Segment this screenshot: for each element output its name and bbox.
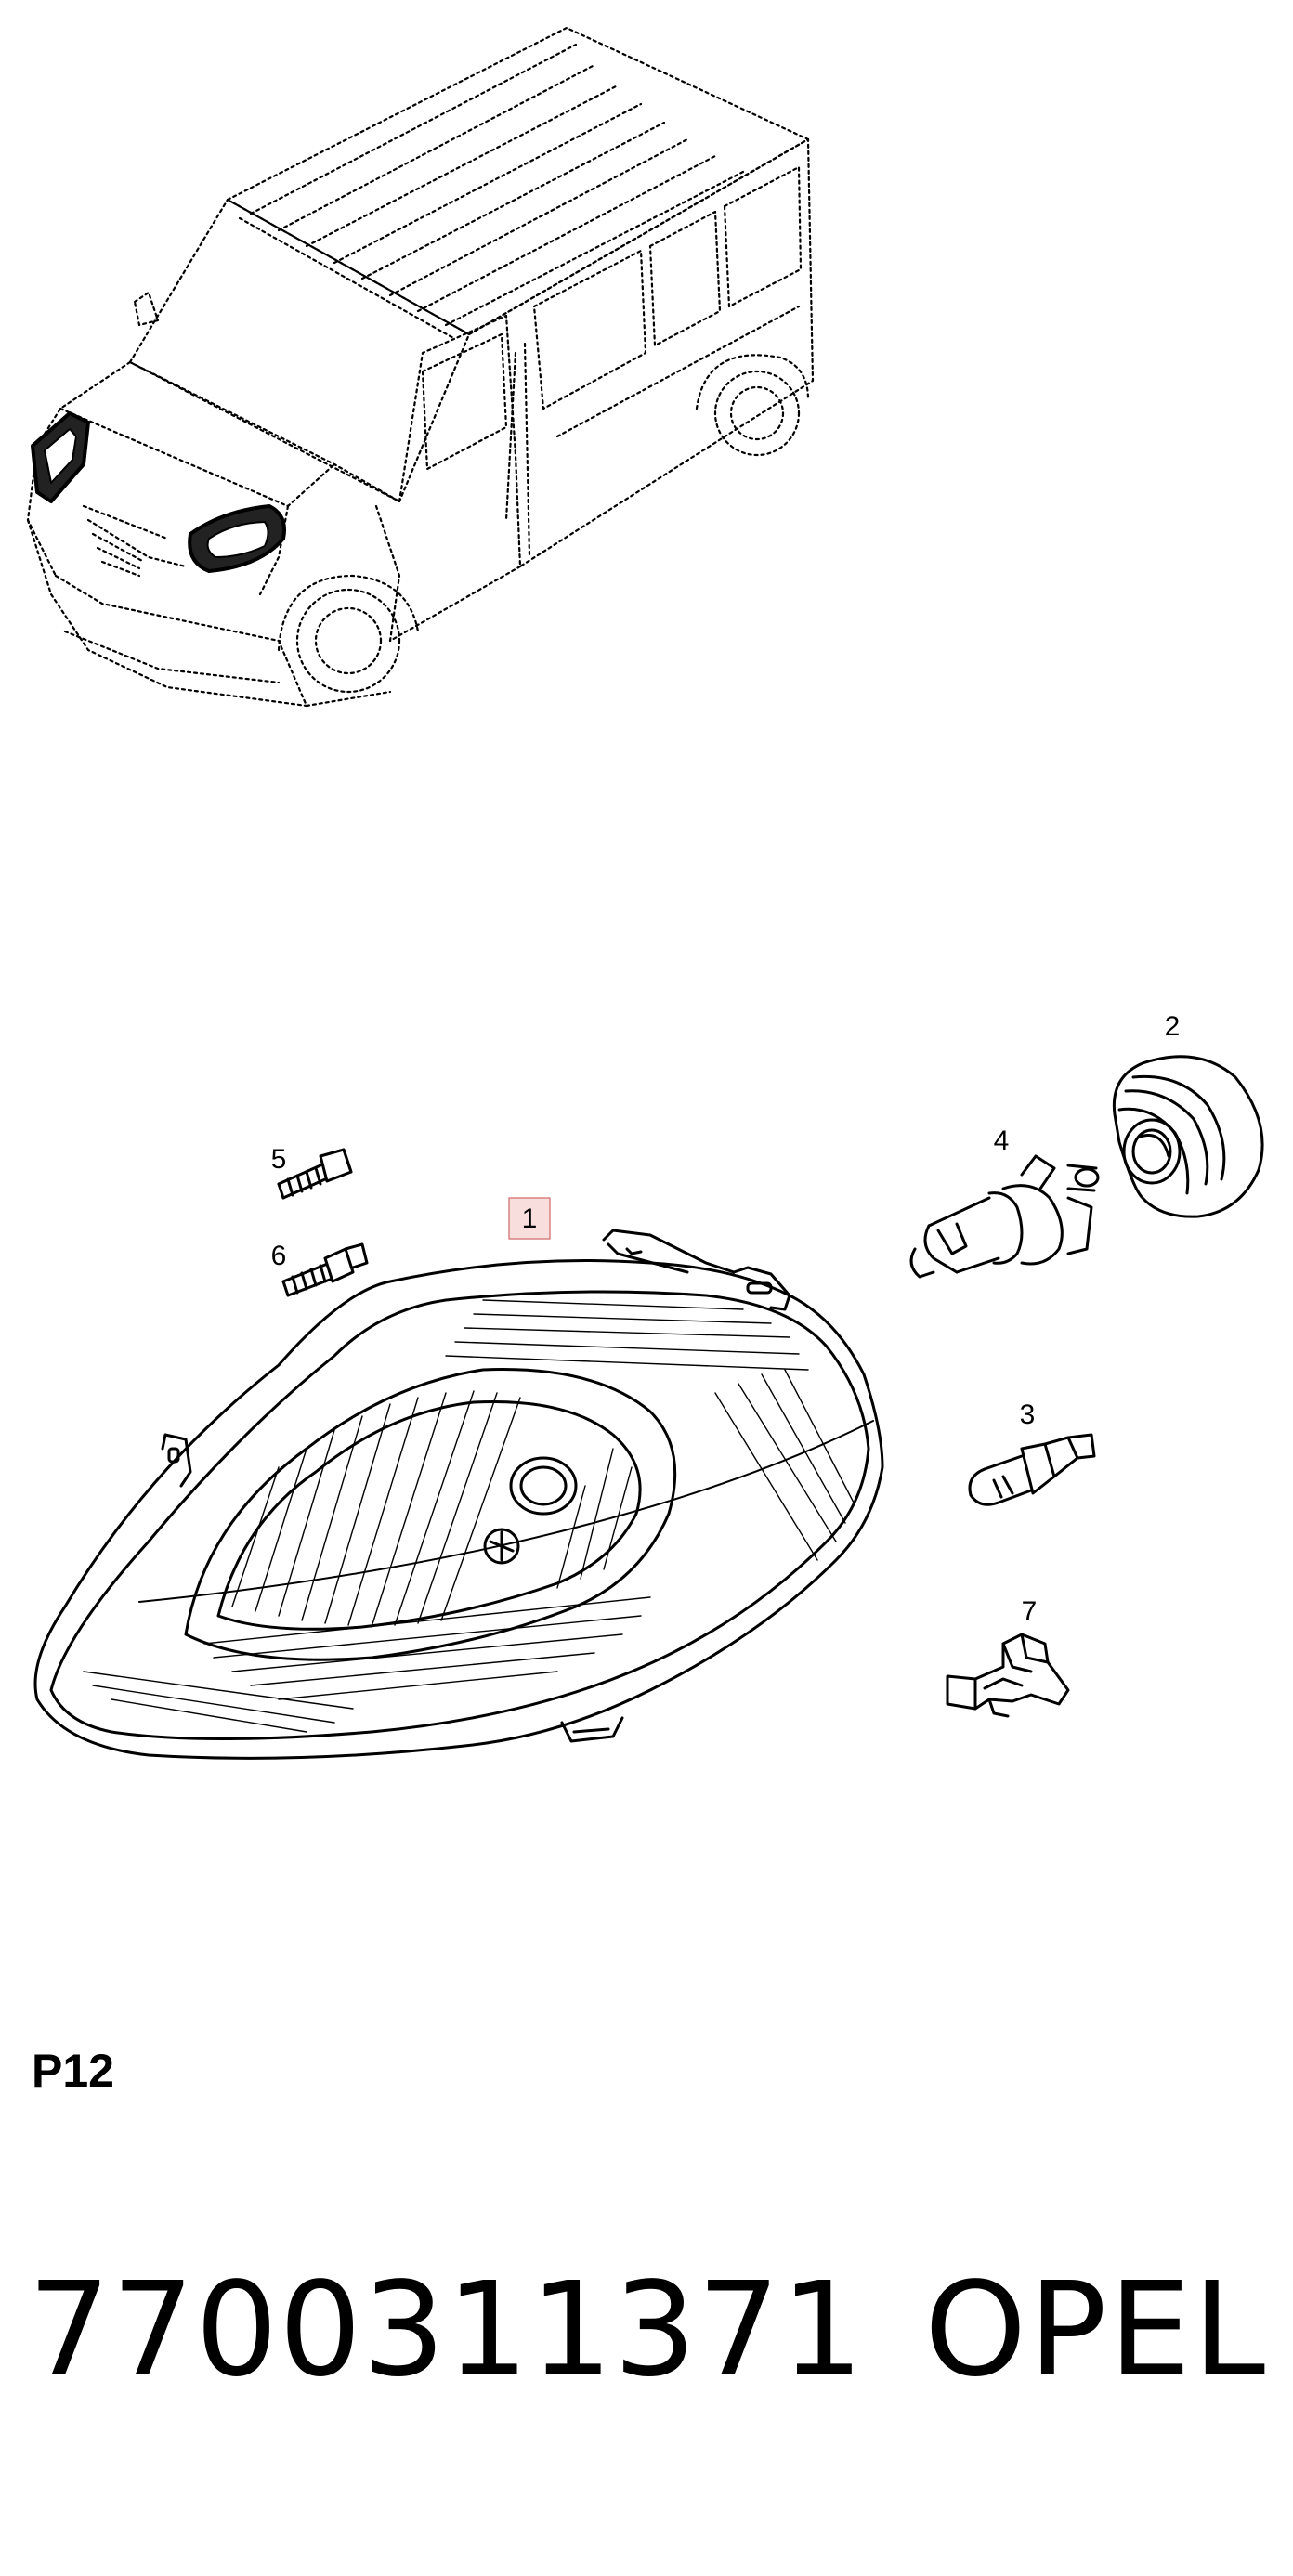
- callout-3-label: 3: [1020, 1399, 1036, 1430]
- connector-part-7: [946, 1633, 1070, 1718]
- callout-7-label: 7: [1022, 1596, 1038, 1627]
- van-overview-illustration: [26, 26, 815, 708]
- callout-1-highlight-box: [508, 1197, 551, 1240]
- callout-1: 1: [508, 1197, 551, 1240]
- callout-5-label: 5: [271, 1144, 287, 1175]
- screw-part-6: [281, 1242, 369, 1297]
- dust-cap-part-2: [1112, 1055, 1264, 1218]
- headlamp-assembly-part-1: [33, 1229, 884, 1760]
- side-light-bulb-part-3: [968, 1433, 1096, 1506]
- callout-6-label: 6: [271, 1241, 287, 1271]
- exploded-parts-diagram: 1 2 3 4 5 6 7: [26, 26, 1264, 1760]
- callout-1-label: 1: [522, 1203, 538, 1234]
- screw-part-5: [277, 1148, 353, 1200]
- callout-4-label: 4: [994, 1125, 1010, 1156]
- headlamp-hatching: [83, 1299, 855, 1733]
- part-number: 7700311371: [28, 2255, 865, 2406]
- van-headlamp-highlight: [31, 411, 286, 573]
- callout-2-label: 2: [1165, 1011, 1181, 1042]
- sheet-code: P12: [32, 2045, 114, 2097]
- h4-bulb-part-4: [909, 1154, 1100, 1279]
- brand-name: OPEL: [924, 2255, 1268, 2406]
